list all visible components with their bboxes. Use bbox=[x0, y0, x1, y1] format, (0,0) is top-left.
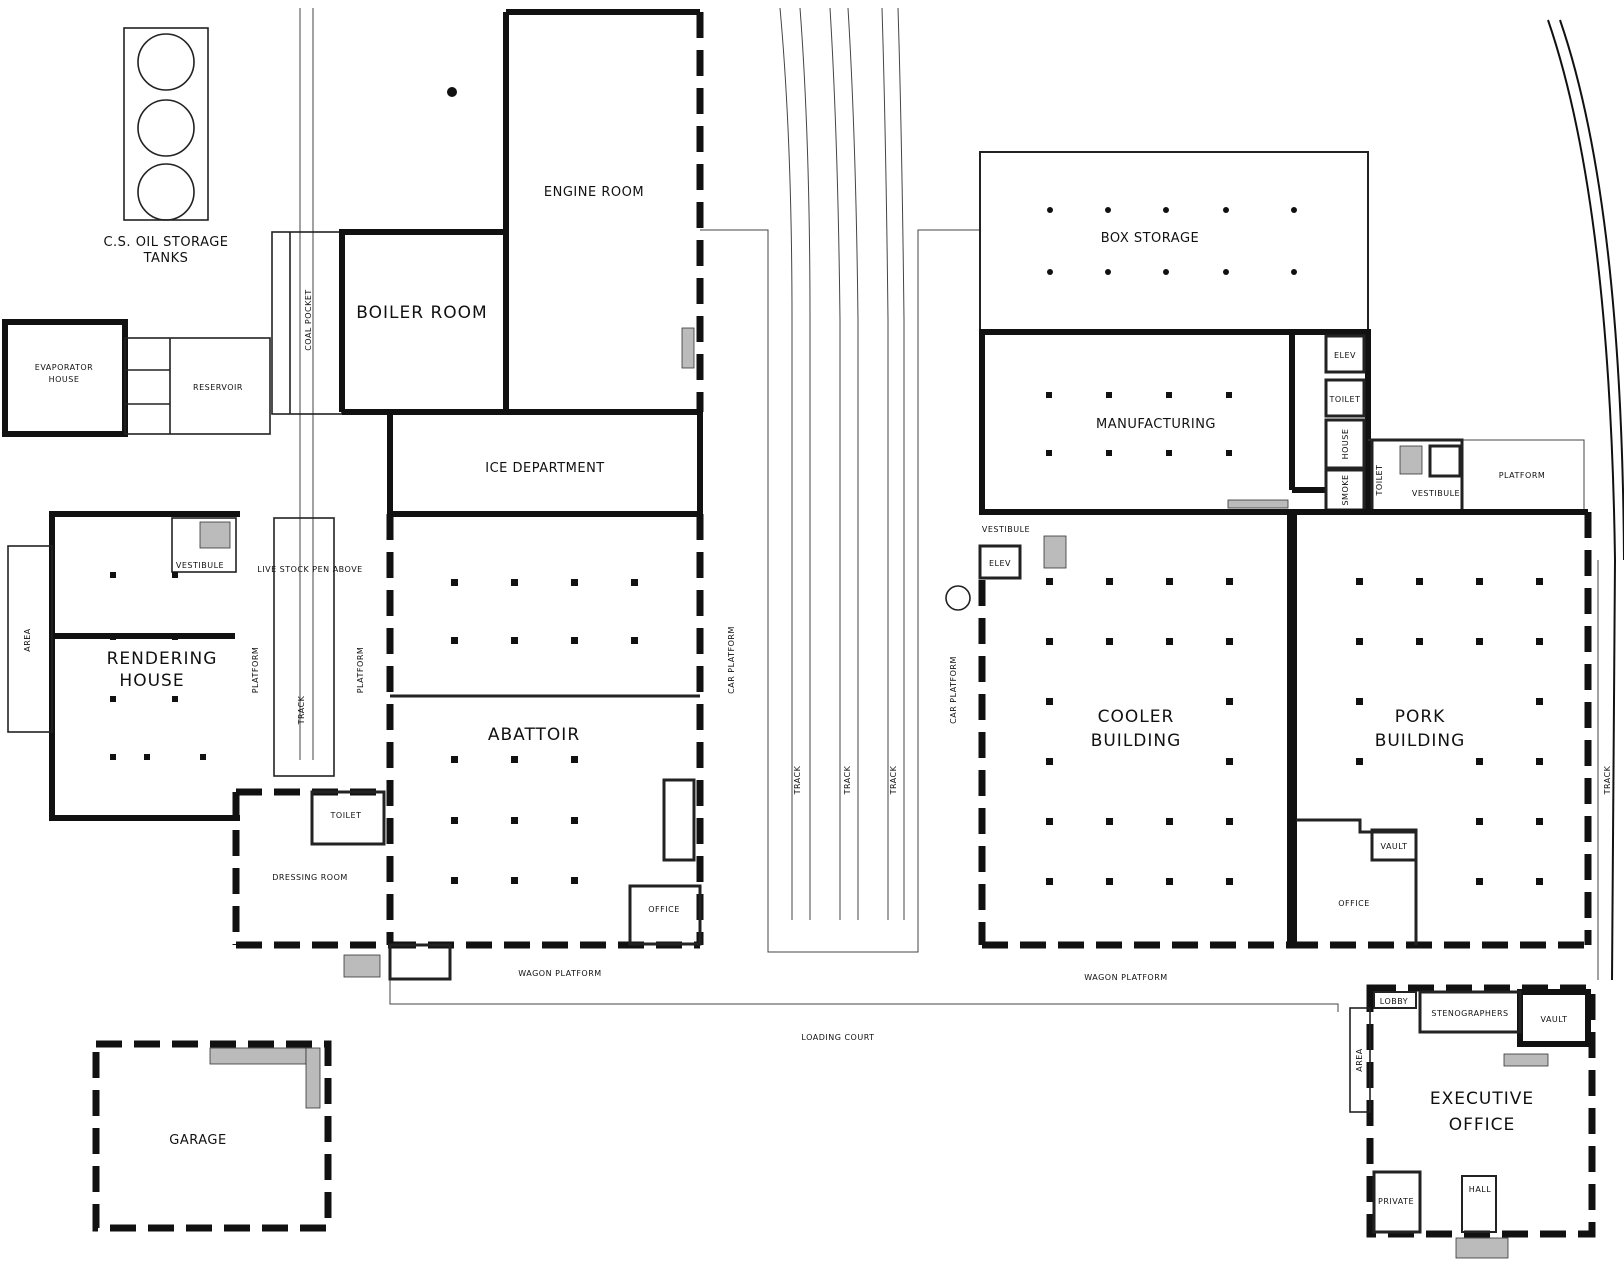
car-platform-label-left: CAR PLATFORM bbox=[727, 626, 736, 694]
manufacturing-label: MANUFACTURING bbox=[1096, 417, 1216, 432]
platform-label-mid: PLATFORM bbox=[356, 647, 365, 694]
engine-room: ENGINE ROOM bbox=[447, 9, 704, 412]
loading-court-label: LOADING COURT bbox=[801, 1033, 874, 1042]
toilet-label-mfg: TOILET bbox=[1329, 395, 1361, 404]
box-storage: BOX STORAGE bbox=[979, 151, 1369, 332]
boiler-room-label: BOILER ROOM bbox=[356, 303, 487, 323]
pork-label-2: BUILDING bbox=[1375, 731, 1466, 751]
house-label-mfg: HOUSE bbox=[1341, 429, 1350, 460]
rendering-label: RENDERING bbox=[107, 649, 218, 669]
platform-label-left: PLATFORM bbox=[251, 647, 260, 694]
vestibule-label-cooler: VESTIBULE bbox=[982, 525, 1030, 534]
track-label-1: TRACK bbox=[793, 765, 802, 795]
smoke-label: SMOKE bbox=[1341, 474, 1350, 505]
cooler-building: ELEV VESTIBULE COOLER BUILDING bbox=[978, 509, 1297, 949]
track-label-3: TRACK bbox=[889, 765, 898, 795]
rendering-house: AREA VESTIBULE RENDERING HOUSE bbox=[7, 511, 240, 821]
area-label-exec: AREA bbox=[1355, 1048, 1364, 1072]
car-platform-yard: CAR PLATFORM CAR PLATFORM TRACK TRACK TR… bbox=[700, 229, 1612, 953]
garage-label: GARAGE bbox=[169, 1133, 226, 1148]
live-stock-pen: LIVE STOCK PEN ABOVE PLATFORM PLATFORM T… bbox=[251, 517, 365, 777]
office-label-pork: OFFICE bbox=[1338, 899, 1370, 908]
car-platform-label-right: CAR PLATFORM bbox=[949, 656, 958, 724]
evaporator-house: EVAPORATOR HOUSE bbox=[2, 319, 128, 437]
coal-pocket-label: COAL POCKET bbox=[304, 289, 313, 351]
platform-label-right: PLATFORM bbox=[1499, 471, 1546, 480]
abattoir-label: ABATTOIR bbox=[488, 725, 580, 745]
reservoir: RESERVOIR bbox=[124, 337, 271, 435]
dressing-room-label: DRESSING ROOM bbox=[272, 873, 348, 882]
toilet-label-left: TOILET bbox=[330, 811, 362, 820]
oil-tanks-label: C.S. OIL STORAGE bbox=[103, 235, 228, 250]
ice-department: ICE DEPARTMENT bbox=[387, 409, 703, 517]
vestibule-label-right: VESTIBULE bbox=[1412, 489, 1460, 498]
oil-tanks-label-2: TANKS bbox=[143, 251, 189, 266]
wagon-platform-label-left: WAGON PLATFORM bbox=[518, 969, 601, 978]
wagon-platform-label-right: WAGON PLATFORM bbox=[1084, 973, 1167, 982]
evaporator-label-2: HOUSE bbox=[49, 375, 80, 384]
reservoir-label: RESERVOIR bbox=[193, 383, 243, 392]
loading-court: WAGON PLATFORM WAGON PLATFORM LOADING CO… bbox=[389, 969, 1339, 1042]
vestibule-label-left: VESTIBULE bbox=[176, 561, 224, 570]
area-label: AREA bbox=[23, 628, 32, 652]
abattoir: OFFICE ABATTOIR bbox=[386, 511, 704, 949]
right-platform: VESTIBULE TOILET PLATFORM bbox=[1368, 438, 1585, 514]
evaporator-label: EVAPORATOR bbox=[35, 363, 93, 372]
cooler-label-2: BUILDING bbox=[1091, 731, 1182, 751]
executive-label: EXECUTIVE bbox=[1430, 1089, 1534, 1109]
manufacturing: ELEV TOILET HOUSE SMOKE MANUFACTURING bbox=[979, 329, 1371, 515]
rail-tracks bbox=[299, 7, 1624, 981]
lobby-label: LOBBY bbox=[1380, 997, 1408, 1006]
cooler-label: COOLER bbox=[1098, 707, 1175, 727]
private-label: PRIVATE bbox=[1378, 1197, 1414, 1206]
stenographers-label: STENOGRAPHERS bbox=[1431, 1009, 1508, 1018]
track-label-right: TRACK bbox=[1603, 765, 1612, 795]
elev-label-mfg: ELEV bbox=[1334, 351, 1356, 360]
pork-label: PORK bbox=[1395, 707, 1446, 727]
engine-room-label: ENGINE ROOM bbox=[544, 185, 644, 200]
track-label-2: TRACK bbox=[843, 765, 852, 795]
hall-label: HALL bbox=[1469, 1185, 1491, 1194]
ice-department-label: ICE DEPARTMENT bbox=[485, 461, 605, 476]
oil-storage-tanks: C.S. OIL STORAGE TANKS bbox=[103, 27, 228, 266]
executive-office: VAULT STENOGRAPHERS LOBBY PRIVATE HALL A… bbox=[1349, 984, 1596, 1259]
office-label-abattoir: OFFICE bbox=[648, 905, 680, 914]
track-label-left: TRACK bbox=[297, 695, 306, 725]
garage: GARAGE bbox=[92, 1040, 332, 1232]
elev-label-cooler: ELEV bbox=[989, 559, 1011, 568]
dressing-room: TOILET DRESSING ROOM bbox=[232, 788, 452, 981]
boiler-room: BOILER ROOM bbox=[339, 229, 700, 415]
coal-pocket: COAL POCKET bbox=[271, 231, 343, 415]
executive-label-2: OFFICE bbox=[1449, 1115, 1516, 1135]
vault-label-pork: VAULT bbox=[1380, 842, 1407, 851]
pork-building: VAULT OFFICE PORK BUILDING bbox=[1292, 509, 1592, 949]
rendering-label-2: HOUSE bbox=[119, 671, 184, 691]
toilet-label-right: TOILET bbox=[1375, 465, 1384, 497]
vault-label-exec: VAULT bbox=[1540, 1015, 1567, 1024]
box-storage-label: BOX STORAGE bbox=[1101, 231, 1200, 246]
live-stock-pen-label: LIVE STOCK PEN ABOVE bbox=[257, 565, 362, 574]
